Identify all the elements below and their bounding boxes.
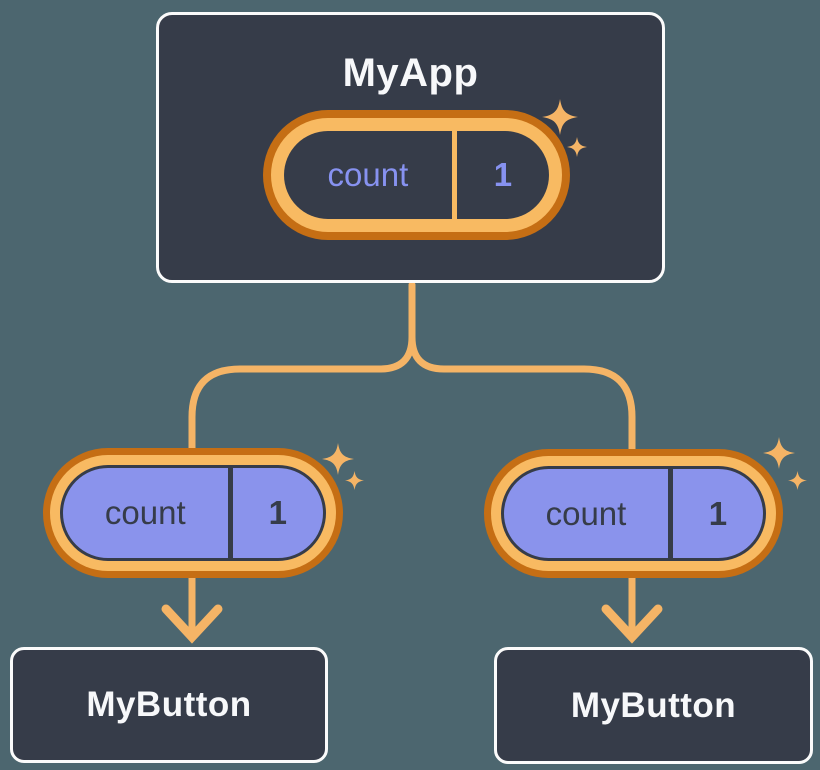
state-pill-ring: count 1 bbox=[271, 118, 562, 232]
component-title: MyApp bbox=[342, 51, 479, 95]
state-pill-root: count 1 bbox=[263, 110, 570, 240]
prop-pill-body: count 1 bbox=[501, 466, 766, 561]
connector-left-branch bbox=[188, 281, 416, 638]
state-pill-body: count 1 bbox=[284, 131, 549, 219]
arrowhead-right bbox=[601, 604, 663, 644]
sparkle-icon bbox=[322, 443, 354, 475]
prop-pill-key: count bbox=[545, 494, 627, 532]
prop-pill-key: count bbox=[104, 494, 186, 531]
sparkle-icon bbox=[763, 437, 795, 469]
component-node-mybutton-right: MyButton bbox=[494, 647, 813, 764]
prop-pill-divider bbox=[667, 469, 673, 558]
prop-pill-divider bbox=[227, 468, 233, 558]
component-title: MyButton bbox=[570, 685, 737, 725]
prop-pill-body: count 1 bbox=[60, 465, 326, 561]
prop-pill-ring: count 1 bbox=[50, 455, 336, 571]
sparkle-icon bbox=[788, 471, 807, 490]
sparkle-icon bbox=[567, 137, 587, 157]
prop-pill-ring: count 1 bbox=[491, 456, 776, 571]
prop-pill-right: count 1 bbox=[484, 449, 783, 578]
component-title: MyButton bbox=[86, 685, 252, 724]
sparkle-icon bbox=[345, 471, 364, 490]
connector-right-branch bbox=[408, 281, 636, 638]
component-node-mybutton-left: MyButton bbox=[10, 647, 328, 763]
state-pill-value: 1 bbox=[493, 156, 513, 193]
state-pill-divider bbox=[451, 131, 457, 219]
sparkle-icon bbox=[542, 99, 578, 135]
prop-pill-value: 1 bbox=[708, 494, 728, 532]
prop-pill-value: 1 bbox=[268, 494, 287, 531]
prop-pill-left: count 1 bbox=[43, 448, 343, 578]
arrowhead-left bbox=[161, 604, 223, 644]
state-pill-key: count bbox=[327, 156, 409, 193]
